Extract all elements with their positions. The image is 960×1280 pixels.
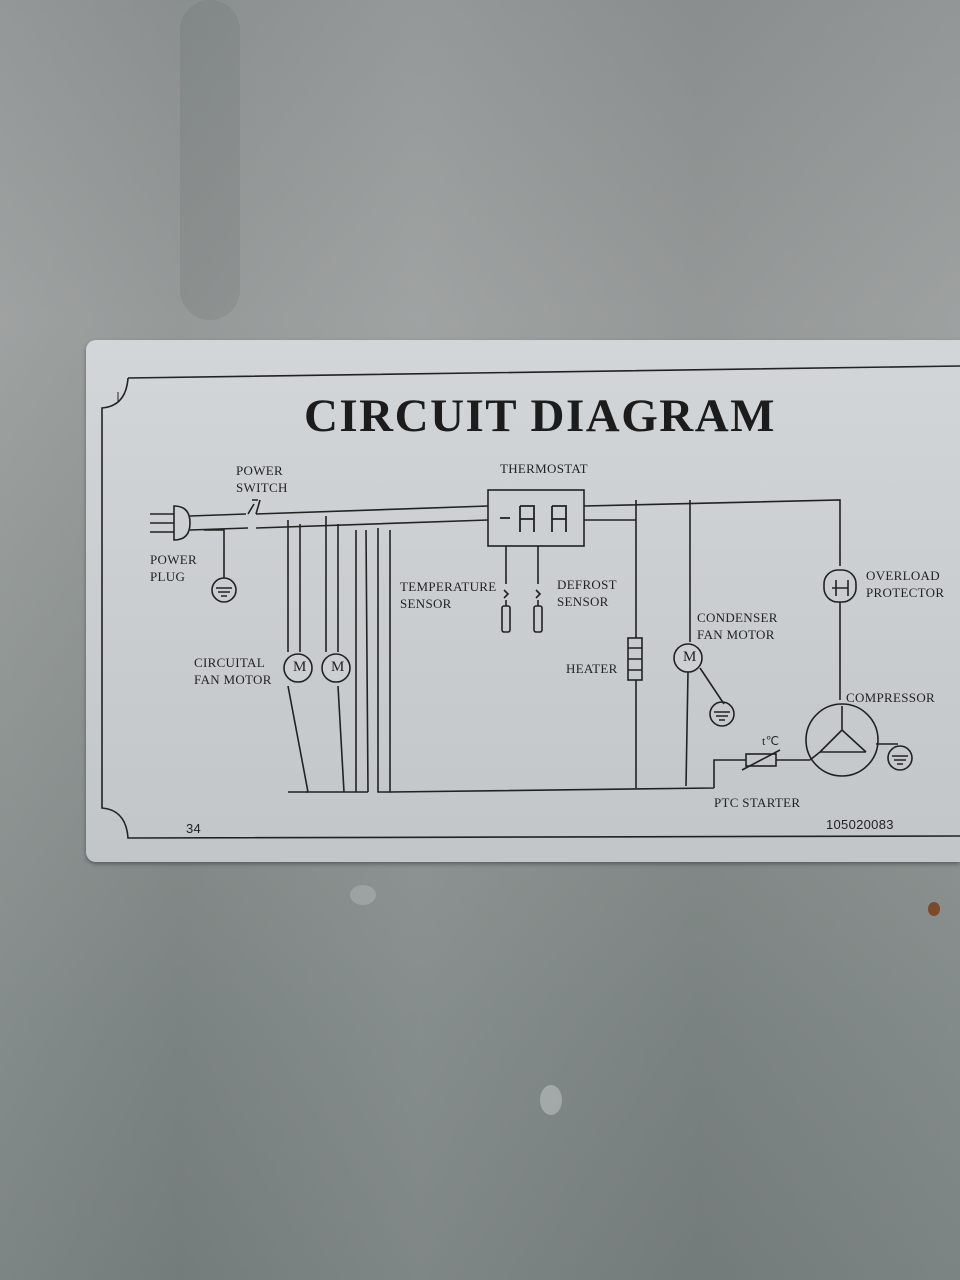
label-heater: HEATER	[566, 661, 618, 676]
compressor-icon	[805, 703, 879, 777]
page-title: CIRCUIT DIAGRAM	[303, 390, 777, 442]
motor-letter: M	[293, 659, 307, 675]
motor-icon	[321, 653, 351, 683]
part-number: 105020083	[826, 817, 894, 832]
label-ptc-symbol: t℃	[762, 734, 780, 748]
ground-icon	[887, 745, 913, 771]
defrost-sensor-probe	[533, 605, 543, 633]
display-digits	[500, 505, 567, 532]
switch-icon	[247, 499, 261, 515]
wall-stain	[350, 885, 376, 905]
temperature-sensor-probe	[501, 605, 511, 633]
label-ptc-starter: PTC STARTER	[714, 795, 801, 810]
label-thermostat: THERMOSTAT	[500, 461, 588, 476]
page-number: 34	[186, 821, 202, 836]
wall-stain	[540, 1085, 562, 1115]
ground-icon	[709, 701, 735, 727]
label-compressor: COMPRESSOR	[846, 690, 935, 705]
rust-spot	[928, 902, 940, 916]
power-plug-icon	[173, 505, 191, 541]
plate-frame	[101, 365, 960, 839]
motor-icon	[283, 653, 313, 683]
motor-icon	[673, 643, 703, 673]
ground-icon	[211, 577, 237, 603]
thermostat-display	[487, 489, 585, 547]
wall-stain	[180, 0, 240, 320]
motor-letter: M	[331, 659, 345, 675]
motor-letter: M	[683, 649, 697, 665]
circuit-diagram-plate	[86, 340, 960, 862]
